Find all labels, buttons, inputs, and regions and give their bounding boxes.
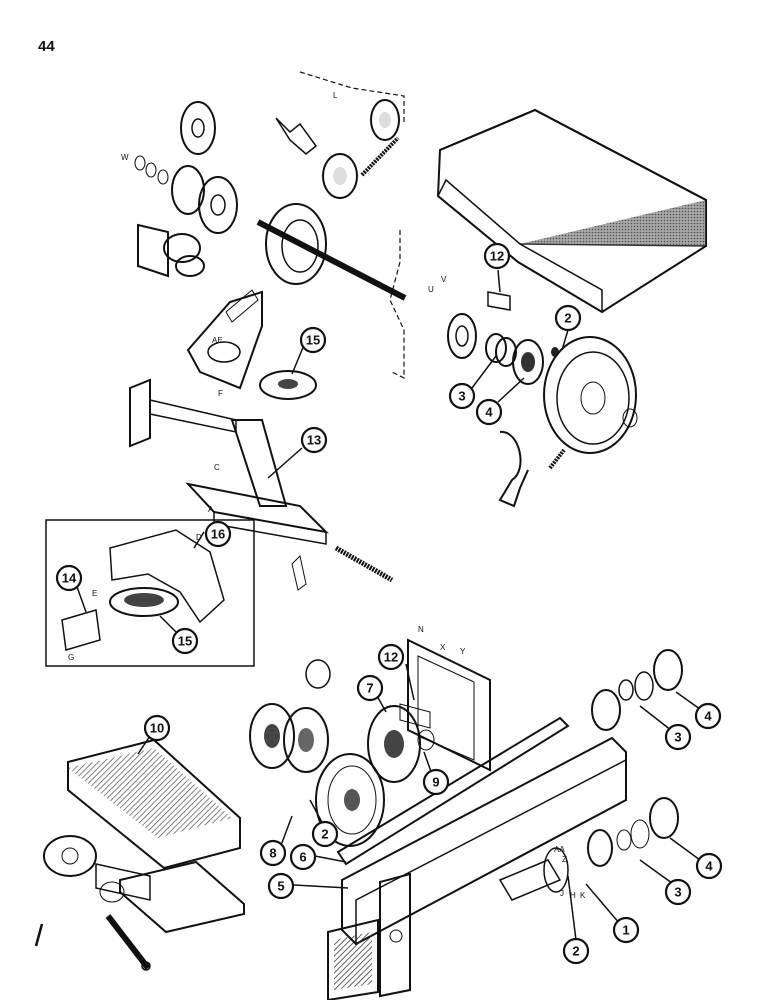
- callout-15-inset: 15: [171, 627, 199, 655]
- callout-6: 6: [289, 843, 317, 871]
- mounting-plate: [399, 638, 491, 772]
- svg-text:5: 5: [277, 879, 284, 894]
- lower-pulley-cluster: [249, 659, 435, 847]
- letter-a: A: [208, 505, 214, 514]
- page-number: 44: [38, 38, 55, 55]
- upper-right-bearings: [447, 291, 559, 385]
- callout-3-lower: 3: [664, 878, 692, 906]
- svg-text:12: 12: [384, 650, 398, 665]
- letter-w: W: [121, 153, 129, 162]
- svg-text:3: 3: [674, 885, 681, 900]
- letter-ae: AE: [212, 336, 223, 345]
- callout-4-right: 4: [694, 702, 722, 730]
- callout-1: 1: [612, 916, 640, 944]
- svg-text:15: 15: [306, 333, 320, 348]
- callout-12-upper: 12: [483, 242, 511, 270]
- callout-3-upper: 3: [448, 382, 476, 410]
- callout-10: 10: [143, 714, 171, 742]
- callout-2-mid: 2: [311, 820, 339, 848]
- letter-n: N: [418, 625, 424, 634]
- idler-mount: [186, 289, 317, 400]
- inset-detail: [45, 519, 255, 667]
- callout-2-lower: 2: [562, 937, 590, 965]
- svg-text:7: 7: [366, 681, 373, 696]
- callout-12-lower: 12: [377, 643, 405, 671]
- callout-7: 7: [356, 674, 384, 702]
- letter-f: F: [218, 389, 223, 398]
- letter-z: Z: [562, 855, 567, 864]
- letter-u: U: [428, 285, 434, 294]
- main-shaft-assembly: [256, 99, 407, 301]
- callout-3-right: 3: [664, 723, 692, 751]
- svg-text:1: 1: [622, 923, 629, 938]
- svg-text:8: 8: [269, 846, 276, 861]
- svg-text:2: 2: [564, 311, 571, 326]
- svg-text:2: 2: [321, 827, 328, 842]
- svg-text:15: 15: [178, 634, 192, 649]
- svg-text:14: 14: [62, 571, 77, 586]
- main-frame: [327, 736, 627, 1002]
- svg-text:4: 4: [705, 859, 713, 874]
- letter-l: L: [333, 91, 338, 100]
- callout-14: 14: [55, 564, 83, 592]
- letter-g: G: [68, 653, 74, 662]
- svg-text:9: 9: [432, 775, 439, 790]
- svg-text:3: 3: [674, 730, 681, 745]
- svg-text:13: 13: [307, 433, 321, 448]
- bearing-bracket: [137, 223, 205, 278]
- callout-16: 16: [204, 520, 232, 548]
- svg-text:3: 3: [458, 389, 465, 404]
- belt-shield: [436, 108, 707, 314]
- svg-text:10: 10: [150, 721, 164, 736]
- shield-channel: [34, 738, 245, 971]
- callout-8: 8: [259, 839, 287, 867]
- svg-text:2: 2: [572, 944, 579, 959]
- letter-j: J: [560, 889, 564, 898]
- lower-shaft: [336, 716, 570, 866]
- upper-pulley-stack: [134, 101, 238, 234]
- letter-h: H: [570, 891, 576, 900]
- letter-x: X: [440, 643, 446, 652]
- callout-5: 5: [267, 872, 295, 900]
- letter-y: Y: [460, 647, 466, 656]
- svg-text:4: 4: [485, 405, 493, 420]
- letter-e: E: [92, 589, 97, 598]
- callout-2-upper: 2: [554, 304, 582, 332]
- svg-text:4: 4: [704, 709, 712, 724]
- lower-right-bearings: [498, 649, 683, 901]
- callout-15-upper: 15: [299, 326, 327, 354]
- letter-aa: AA: [554, 845, 565, 854]
- letter-v: V: [441, 275, 447, 284]
- letter-k: K: [580, 891, 586, 900]
- large-drive-pulley: [498, 336, 638, 508]
- svg-text:6: 6: [299, 850, 306, 865]
- idler-arm-bracket: [129, 378, 394, 591]
- letter-c: C: [214, 463, 220, 472]
- svg-text:16: 16: [211, 527, 225, 542]
- svg-text:12: 12: [490, 249, 504, 264]
- callout-4-upper: 4: [475, 398, 503, 426]
- callout-13: 13: [300, 426, 328, 454]
- letter-d: D: [196, 533, 202, 542]
- callout-9: 9: [422, 768, 450, 796]
- reference-letters: W L U V AE F C A D E G N X Y Z AA J H K: [68, 91, 586, 900]
- callout-4-lower: 4: [695, 852, 723, 880]
